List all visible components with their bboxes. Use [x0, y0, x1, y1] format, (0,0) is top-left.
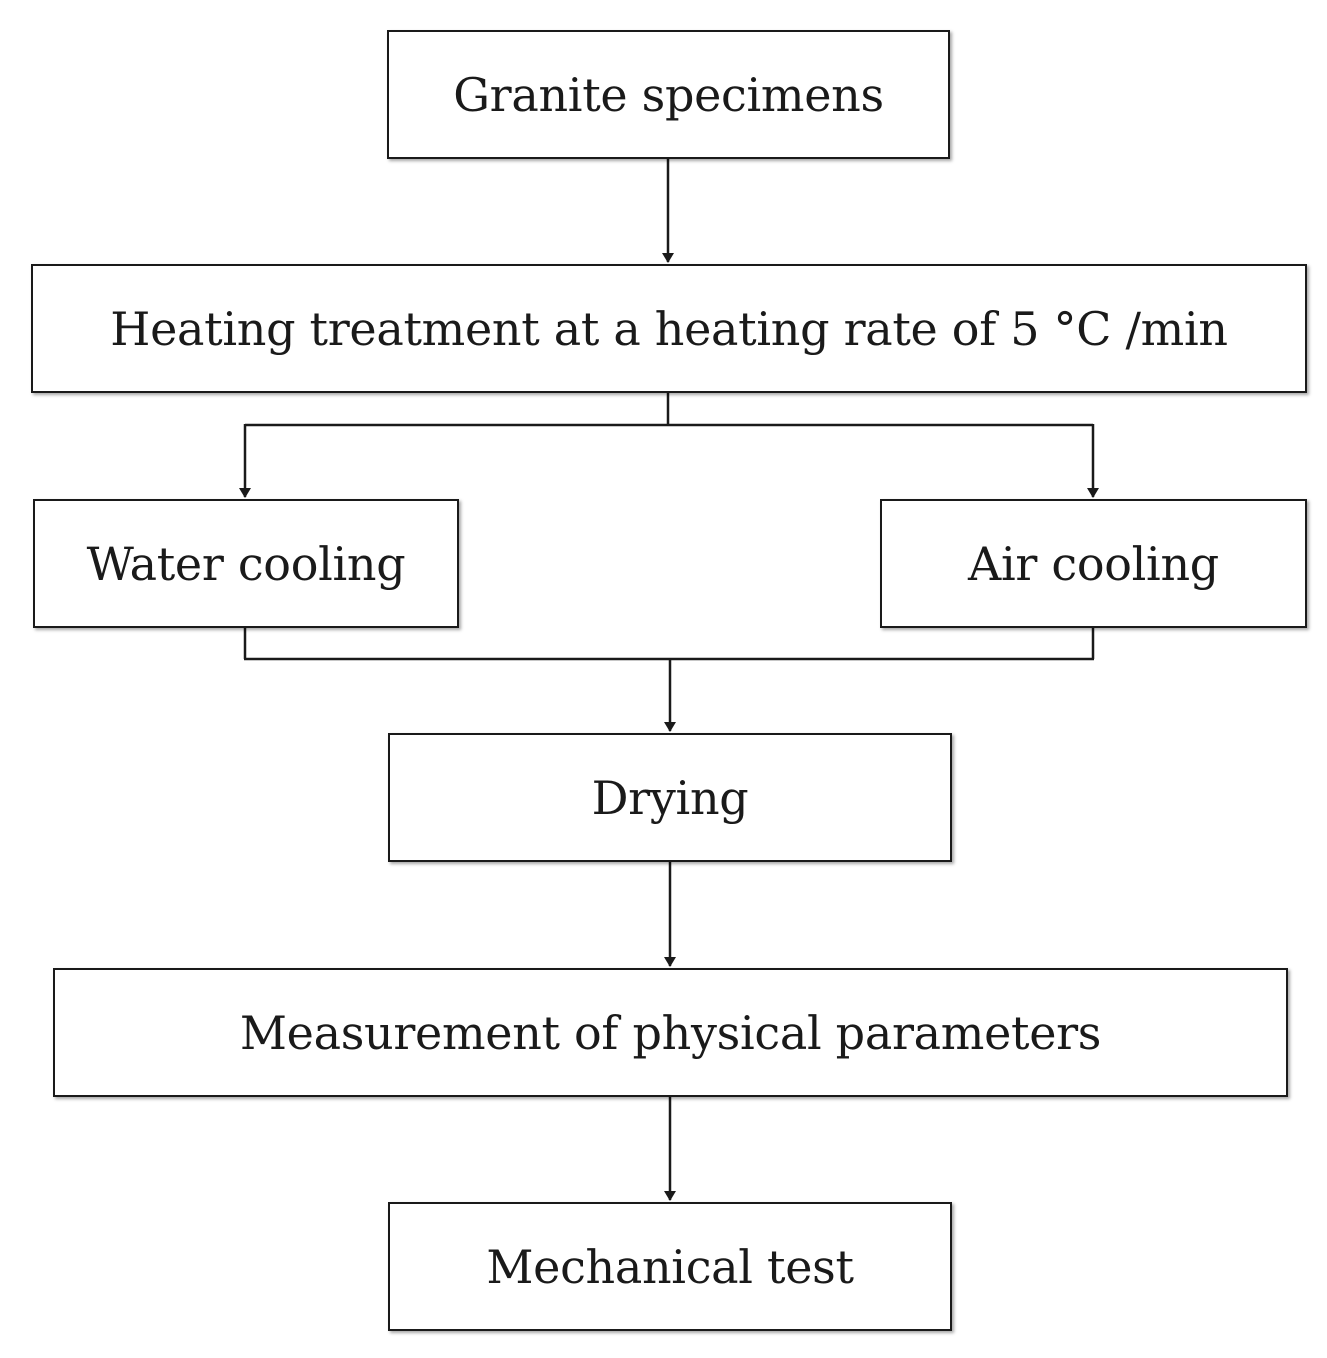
node-label: Air cooling: [968, 536, 1219, 591]
node-drying: Drying: [388, 733, 952, 862]
node-label: Mechanical test: [486, 1239, 854, 1294]
node-water-cooling: Water cooling: [33, 499, 459, 628]
split-connector-heating-to-cooling: [239, 392, 1099, 498]
node-label: Measurement of physical parameters: [239, 1005, 1102, 1060]
node-label: Heating treatment at a heating rate of 5…: [110, 301, 1228, 356]
node-air-cooling: Air cooling: [880, 499, 1307, 628]
node-granite-specimens: Granite specimens: [387, 30, 950, 159]
merge-connector-cooling-to-drying: [243, 628, 1095, 732]
node-label: Drying: [591, 770, 749, 825]
node-heating-treatment: Heating treatment at a heating rate of 5…: [31, 264, 1307, 393]
node-measurement-physical-parameters: Measurement of physical parameters: [53, 968, 1288, 1097]
node-mechanical-test: Mechanical test: [388, 1202, 952, 1331]
node-label: Water cooling: [86, 536, 406, 591]
node-label: Granite specimens: [453, 67, 884, 122]
